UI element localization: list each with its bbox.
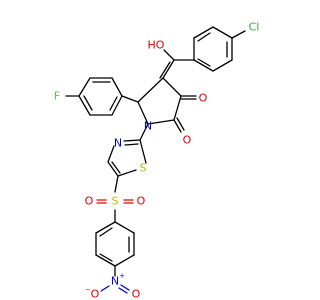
nitro-nitrogen-charge: + xyxy=(119,272,125,280)
c-oh-bond xyxy=(163,49,175,61)
nitro-no-single xyxy=(100,285,110,292)
sulfonyl-sulfur-label: S xyxy=(112,195,119,208)
thiazole-ring xyxy=(107,139,147,177)
thiazole-nitrogen-label: N xyxy=(114,137,122,150)
nitro-oxygen-left-label: O xyxy=(91,288,100,300)
pyrrolidine-nitrogen-label: N xyxy=(144,120,152,133)
pyrrolidine-ring xyxy=(137,77,182,125)
fluorophenyl-ring xyxy=(78,77,123,116)
ketone-oxygen-label: O xyxy=(199,92,208,105)
sulfonyl-oxygen-right-label: O xyxy=(137,195,146,208)
nitro-no-double-b xyxy=(118,287,128,294)
structure-drawing: Cl HO F O O N N S S O O N + O − O xyxy=(54,21,260,300)
nitro-oxygen-left-charge: − xyxy=(85,286,91,294)
c-cl-bond xyxy=(231,30,246,39)
hydroxyl-label: HO xyxy=(148,39,165,52)
nitro-no-double-a xyxy=(120,284,130,291)
exocyclic-double-bond-a xyxy=(162,59,175,79)
exocyclic-double-bond-b xyxy=(159,61,171,79)
nitro-oxygen-right-label: O xyxy=(132,288,141,300)
amide-bond-a xyxy=(173,119,182,133)
chlorophenyl-ring xyxy=(193,26,233,72)
thiazole-sulfur-label: S xyxy=(140,162,147,175)
c-sulfonyl-bond xyxy=(114,175,119,193)
nitrophenyl-ring xyxy=(95,221,135,267)
molecule-canvas: Cl HO F O O N N S S O O N + O − O xyxy=(53,20,260,300)
fluorine-label: F xyxy=(54,90,60,103)
n-thiazole-bond xyxy=(139,123,149,141)
amide-bond-b xyxy=(176,117,185,131)
chlorine-label: Cl xyxy=(249,21,260,34)
c-fluorophenyl-bond xyxy=(121,95,139,103)
sulfonyl-oxygen-left-label: O xyxy=(85,195,94,208)
amide-oxygen-label: O xyxy=(183,134,192,147)
nitro-nitrogen-label: N xyxy=(111,275,119,288)
